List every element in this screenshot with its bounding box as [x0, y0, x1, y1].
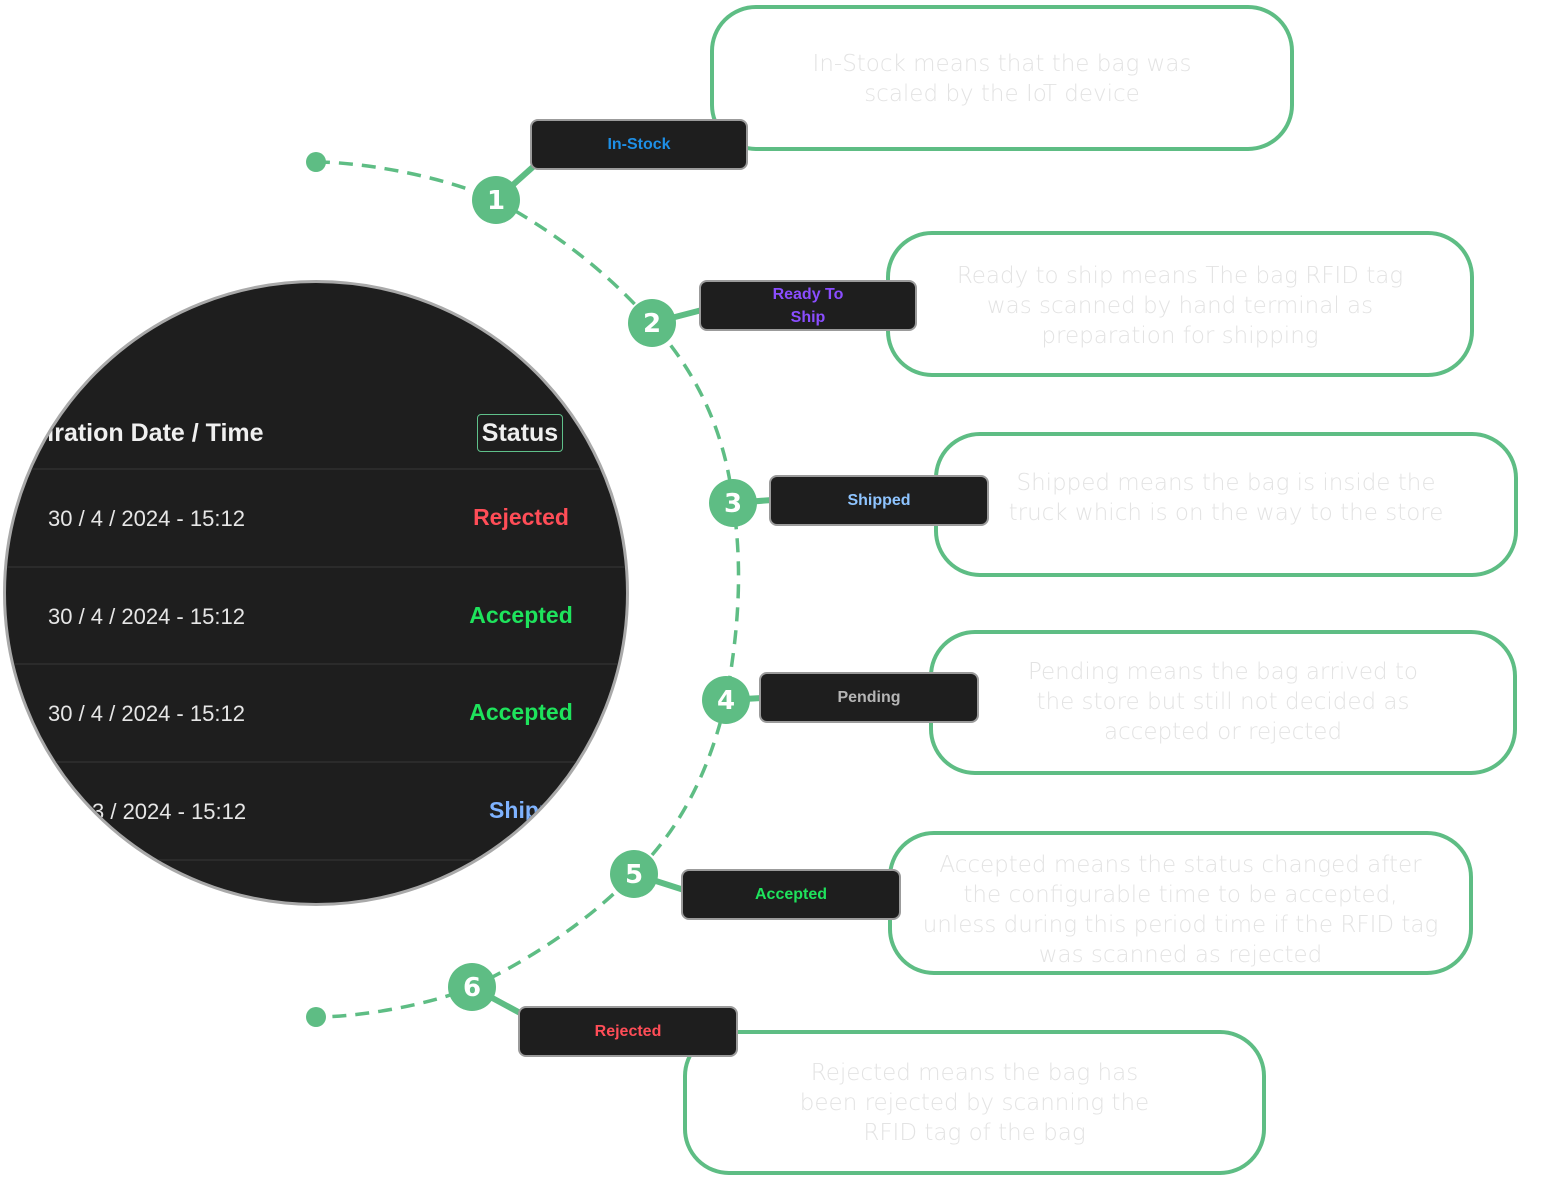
table-row[interactable]: 3 / 2024 - 15:12 Shipp: [6, 761, 626, 860]
step-number: 1: [487, 186, 505, 216]
pill-label: Rejected: [594, 1023, 662, 1040]
status-pill-ready-to-ship: Ready To Ship: [699, 280, 917, 331]
table-row[interactable]: 30 / 4 / 2024 - 15:12 Accepted: [6, 663, 626, 762]
status-pill-shipped: Shipped: [769, 475, 989, 526]
step-marker-3: 3: [709, 479, 757, 527]
table-row[interactable]: 30 / 4 / 2024 - 15:12 Rejected: [6, 468, 626, 567]
step-number: 5: [625, 860, 643, 890]
row-status: Shipp: [489, 797, 553, 823]
step-marker-5: 5: [610, 850, 658, 898]
step-marker-6: 6: [448, 963, 496, 1011]
table-header: piration Date / Time Status: [6, 391, 626, 471]
column-header-expiration-date: piration Date / Time: [32, 419, 264, 447]
arc-end-dot: [306, 1007, 326, 1027]
step-number: 2: [643, 309, 661, 339]
row-status: Accepted: [469, 699, 573, 725]
step-marker-4: 4: [702, 676, 750, 724]
status-pill-pending: Pending: [759, 672, 979, 723]
row-status: Accepted: [469, 602, 573, 628]
row-date: 30 / 4 / 2024 - 15:12: [48, 506, 245, 531]
status-pill-rejected: Rejected: [518, 1006, 738, 1057]
status-pill-accepted: Accepted: [681, 869, 901, 920]
table-row[interactable]: 30 / 4 / 2024 - 15:12 Accepted: [6, 566, 626, 665]
pill-label: In-Stock: [607, 136, 671, 153]
step-marker-1: 1: [472, 176, 520, 224]
row-date: 30 / 4 / 2024 - 15:12: [48, 701, 245, 726]
step-marker-2: 2: [628, 299, 676, 347]
row-date: 30 / 4 / 2024 - 15:12: [48, 604, 245, 629]
step-number: 4: [717, 686, 735, 716]
row-status: Rejected: [473, 504, 569, 530]
step-number: 6: [463, 973, 481, 1003]
arc-start-dot: [306, 152, 326, 172]
pill-label: Pending: [837, 689, 901, 706]
pill-label: Accepted: [754, 886, 828, 903]
pill-label: Shipped: [847, 492, 911, 509]
status-pill-in-stock: In-Stock: [530, 119, 748, 170]
column-header-status[interactable]: Status: [477, 414, 563, 452]
row-date: 3 / 2024 - 15:12: [92, 799, 247, 824]
pill-label: Ready To Ship: [772, 285, 844, 326]
step-number: 3: [724, 489, 742, 519]
dashed-arc: [315, 160, 741, 1019]
table-row: [6, 859, 626, 903]
zoomed-status-table: piration Date / Time Status 30 / 4 / 202…: [3, 280, 629, 906]
